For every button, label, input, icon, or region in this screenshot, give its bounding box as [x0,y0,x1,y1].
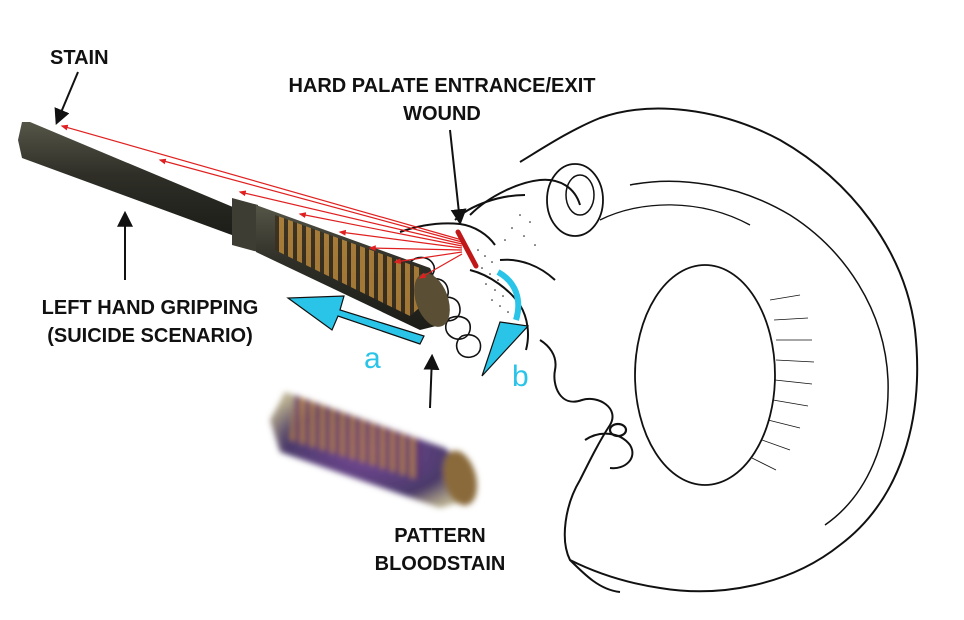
grip-label-line2: (SUICIDE SCENARIO) [47,325,253,347]
skull-drawing [399,107,919,593]
spatter-trajectories [60,124,463,279]
motion-arrow-a [286,295,425,345]
motion-arrow-b [481,269,530,377]
stain-pointer [54,71,79,125]
wound-mark [455,229,479,269]
arrow-a-label: a [364,342,381,375]
wound-label-line1: HARD PALATE ENTRANCE/EXIT [288,75,595,97]
pattern-pointer [423,353,440,409]
stipple-shading [477,214,536,313]
grip-label-line1: LEFT HAND GRIPPING [42,297,259,319]
pattern-label-line1: PATTERN [394,525,485,547]
arrow-b-label: b [512,360,529,393]
pointer-arrows [54,71,467,409]
pattern-label-line2: BLOODSTAIN [375,553,506,575]
stain-label: STAIN [50,47,109,69]
skull-striations [751,294,815,471]
metal-rod [18,122,450,330]
wound-label-line2: WOUND [403,103,481,125]
bloodstain-pattern-closeup [270,392,478,508]
wound-pointer [449,129,467,226]
